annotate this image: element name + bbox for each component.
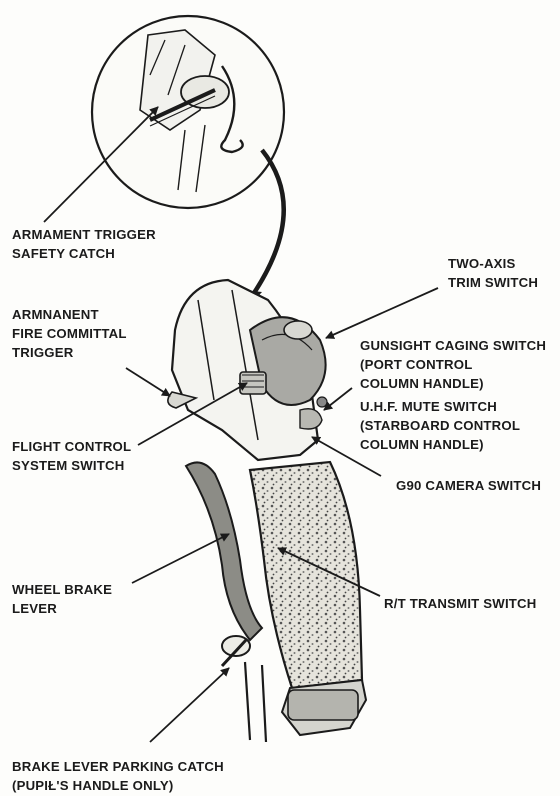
leader-fire-trigger — [126, 368, 170, 396]
label-brake-lever-parking-catch: BRAKE LEVER PARKING CATCH (PUPIŁ'S HANDL… — [12, 757, 224, 795]
label-wheel-brake-lever: WHEEL BRAKE LEVER — [12, 580, 112, 618]
wheel-brake-lever-shape — [186, 462, 262, 640]
leader-trim-switch — [326, 288, 438, 338]
label-rt-transmit-switch: R/T TRANSMIT SWITCH — [384, 594, 537, 613]
label-gunsight-caging-switch: GUNSIGHT CAGING SWITCH (PORT CONTROL COL… — [360, 336, 546, 393]
label-flight-control-system-switch: FLIGHT CONTROL SYSTEM SWITCH — [12, 437, 131, 475]
label-g90-camera-switch: G90 CAMERA SWITCH — [396, 476, 541, 495]
label-uhf-mute-switch: U.H.F. MUTE SWITCH (STARBOARD CONTROL CO… — [360, 397, 520, 454]
safety-catch-detail-inset — [92, 16, 284, 208]
handle-head — [168, 280, 327, 460]
grip-body — [250, 462, 362, 688]
label-fire-committal-trigger: ARMNANENT FIRE COMMITTAL TRIGGER — [12, 305, 127, 362]
leader-parking-catch — [150, 668, 229, 742]
label-two-axis-trim-switch: TWO-AXIS TRIM SWITCH — [448, 254, 538, 292]
leader-wheel-brake — [132, 534, 229, 583]
leader-uhf-mute — [324, 388, 352, 410]
label-armament-trigger-safety-catch: ARMAMENT TRIGGER SAFETY CATCH — [12, 225, 156, 263]
